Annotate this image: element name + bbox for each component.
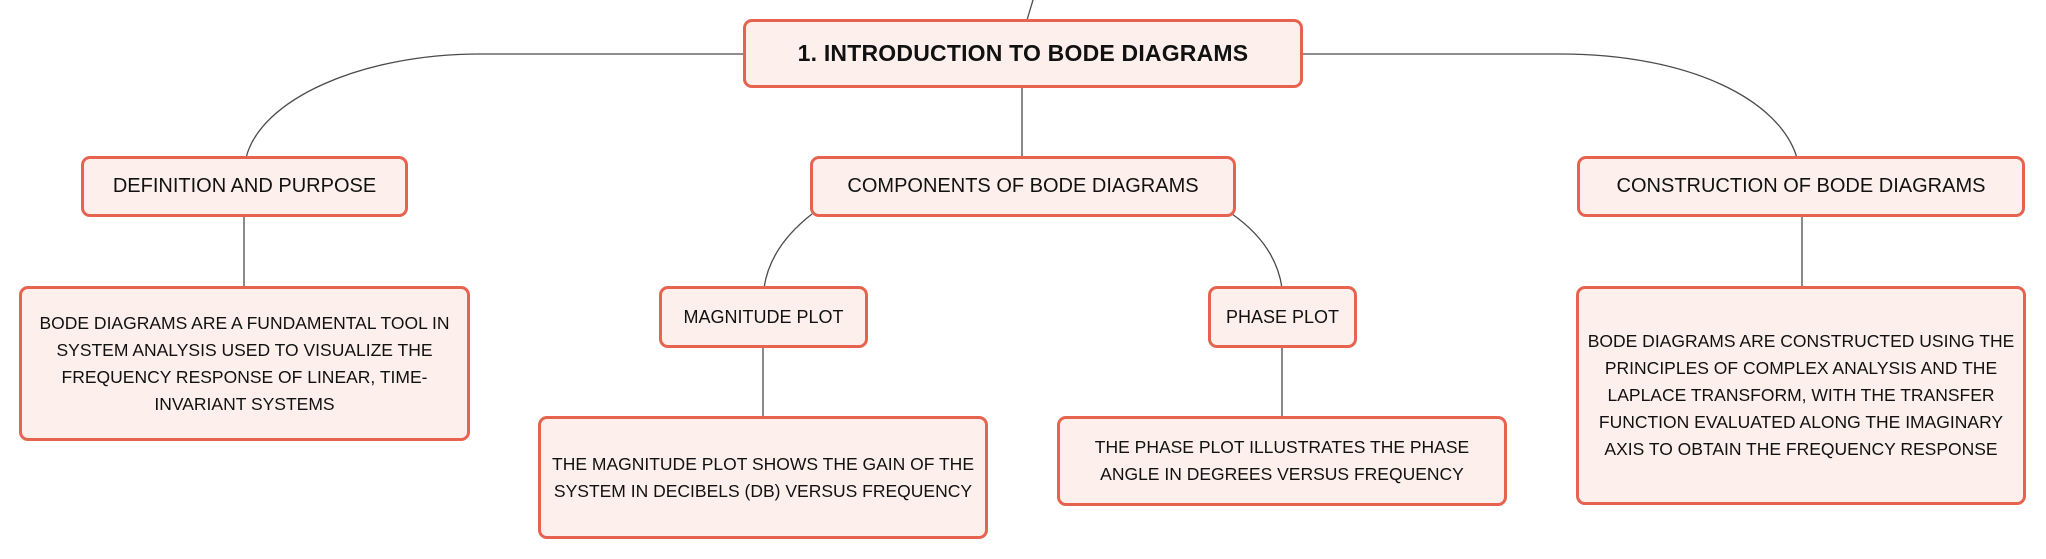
construction-description-node[interactable]: Bode diagrams are constructed using the … (1576, 286, 2026, 505)
definition-description-node[interactable]: Bode diagrams are a fundamental tool in … (19, 286, 470, 441)
construction-topic-node[interactable]: Construction of Bode Diagrams (1577, 156, 2025, 217)
definition-topic-label: Definition and Purpose (112, 175, 377, 197)
connector-root-to-construction (1301, 53, 1798, 159)
phase-plot-label: Phase Plot (1225, 306, 1340, 327)
magnitude-description-text: The magnitude plot shows the gain of the… (552, 453, 974, 501)
components-topic-node[interactable]: Components of Bode Diagrams (810, 156, 1236, 217)
magnitude-plot-label: Magnitude Plot (683, 306, 844, 327)
phase-description-node[interactable]: The phase plot illustrates the phase ang… (1057, 416, 1507, 506)
definition-topic-node[interactable]: Definition and Purpose (81, 156, 408, 217)
connector-root-to-definition (245, 53, 744, 159)
definition-description-text: Bode diagrams are a fundamental tool in … (39, 312, 450, 414)
connector-top-stub (1026, 0, 1034, 21)
root-topic-node[interactable]: 1. Introduction to Bode Diagrams (743, 19, 1303, 88)
connector-components-to-phase (1231, 213, 1283, 289)
phase-plot-node[interactable]: Phase Plot (1208, 286, 1357, 348)
connector-components-to-magnitude (763, 213, 813, 289)
phase-description-text: The phase plot illustrates the phase ang… (1094, 437, 1470, 484)
magnitude-description-node[interactable]: The magnitude plot shows the gain of the… (538, 416, 988, 539)
magnitude-plot-node[interactable]: Magnitude Plot (659, 286, 868, 348)
construction-description-text: Bode diagrams are constructed using the … (1587, 331, 2015, 459)
root-topic-label: 1. Introduction to Bode Diagrams (797, 40, 1249, 66)
construction-topic-label: Construction of Bode Diagrams (1616, 175, 1986, 197)
components-topic-label: Components of Bode Diagrams (847, 175, 1199, 197)
